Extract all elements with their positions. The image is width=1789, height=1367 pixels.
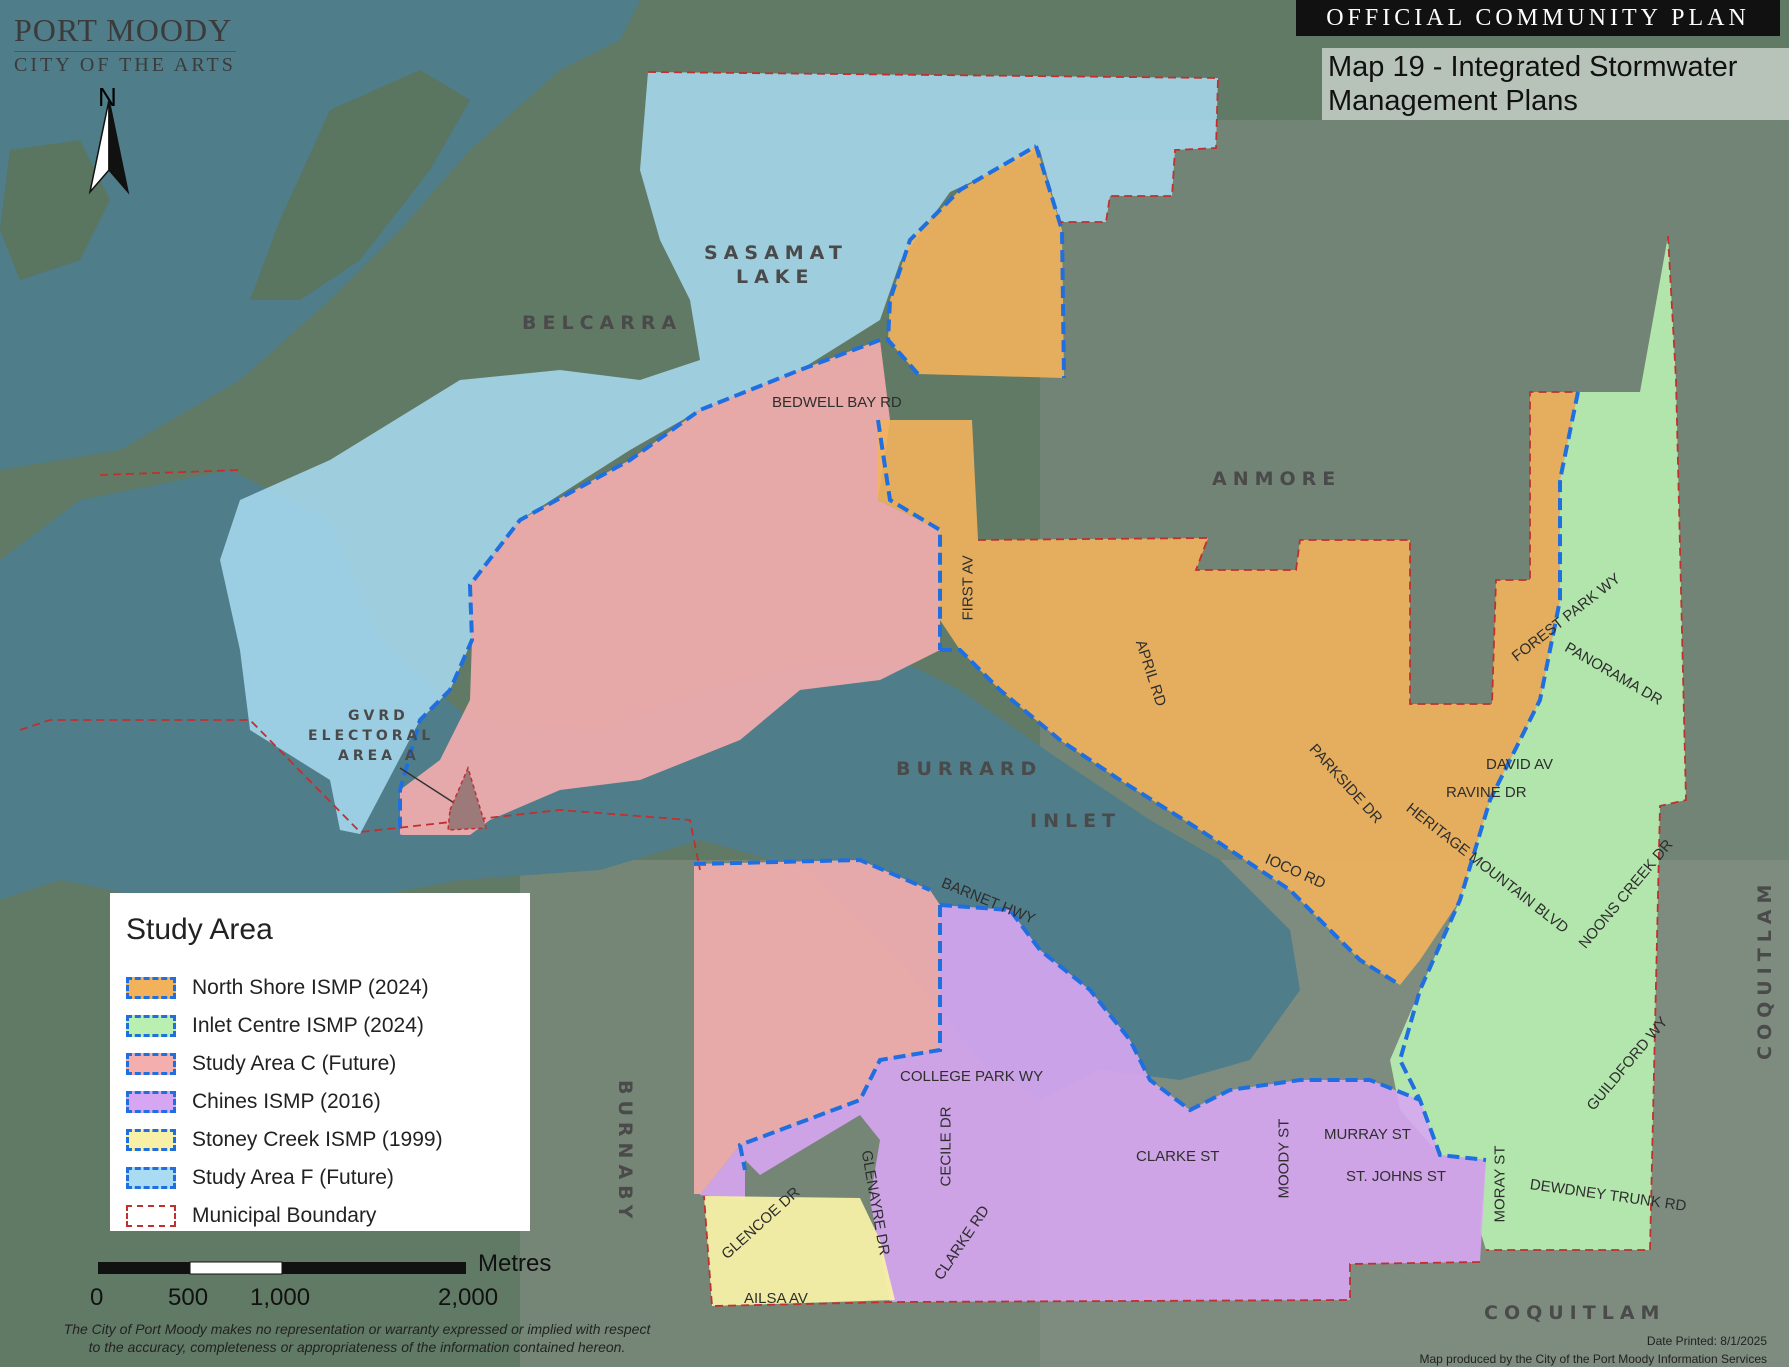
place-coquitlam-side: COQUITLAM [1754,878,1776,1060]
boundary-west [19,469,701,871]
map-title-line2: Management Plans [1328,85,1578,117]
legend-item-chines: Chines ISMP (2016) [126,1087,381,1117]
legend-swatch [126,1091,176,1113]
road-college-park: COLLEGE PARK WY [900,1068,1044,1085]
zone-chines-ismp[interactable] [700,905,1486,1302]
date-printed: Date Printed: 8/1/2025 [1646,1334,1767,1348]
road-moray-st: MORAY ST [1491,1145,1509,1223]
legend-swatch [126,1053,176,1075]
outline-north-shore [885,144,1066,379]
map-title: Map 19 - Integrated Stormwater Managemen… [1322,48,1789,120]
zone-stoney-creek-ismp[interactable] [704,1196,895,1306]
place-inlet: INLET [1030,810,1122,832]
scale-tick-2000: 2,000 [438,1284,499,1311]
place-sasamat-lake: LAKE [736,266,815,288]
road-moody-st: MOODY ST [1275,1118,1293,1199]
scale-unit: Metres [478,1250,552,1277]
legend-swatch [126,1205,176,1227]
legend-item-north-shore: North Shore ISMP (2024) [126,973,429,1003]
boundary-north [647,71,1219,223]
island [250,70,470,300]
map-title-line1: Map 19 - Integrated Stormwater [1328,51,1738,83]
legend-swatch [126,1167,176,1189]
boundary-inner [977,391,1578,705]
outline-chines [737,903,1421,1171]
scale-tick-1000: 1,000 [250,1284,311,1311]
road-first-av: FIRST AV [959,555,977,621]
road-clarke-st: CLARKE ST [1136,1148,1220,1165]
road-st-johns: ST. JOHNS ST [1346,1168,1447,1185]
road-ailsa: AILSA AV [744,1290,808,1307]
legend-item-municipal-boundary: Municipal Boundary [126,1201,376,1231]
place-gvrd-area: AREA A [338,748,420,764]
boundary-south [703,1195,1481,1307]
zone-north-shore-ismp[interactable] [878,146,1578,985]
scale-tick-500: 500 [168,1284,209,1311]
north-label: N [98,82,117,112]
zone-study-area-c[interactable] [400,340,940,835]
plan-banner: OFFICIAL COMMUNITY PLAN [1296,0,1780,36]
legend-item-study-area-f: Study Area F (Future) [126,1163,394,1193]
road-cecile: CECILE DR [937,1106,955,1187]
legend-label: Stoney Creek ISMP (1999) [192,1128,443,1151]
scale-seg-3 [282,1262,466,1274]
logo-line1: PORT MOODY [14,12,233,48]
road-david-av: DAVID AV [1486,756,1553,773]
place-gvrd-electoral: ELECTORAL [308,728,435,744]
place-gvrd: GVRD [348,708,409,724]
outline-study-c-south [693,857,931,892]
place-belcarra: BELCARRA [522,312,683,334]
boundary-east [1486,235,1687,1251]
legend-item-stoney-creek: Stoney Creek ISMP (1999) [126,1125,443,1155]
legend-label: Chines ISMP (2016) [192,1090,381,1113]
legend-swatch [126,1015,176,1037]
place-burnaby: BURNABY [614,1080,636,1225]
legend-swatch [126,1129,176,1151]
outline-north-shore-c [876,419,942,650]
road-ravine-dr: RAVINE DR [1446,784,1527,801]
gvrd-pointer [399,767,463,809]
legend-label: Study Area C (Future) [192,1052,397,1075]
outline-inlet-centre [1397,391,1580,1162]
legend-panel: Study Area North Shore ISMP (2024) Inlet… [110,893,530,1231]
legend-label: Municipal Boundary [192,1204,377,1227]
legend-item-inlet-centre: Inlet Centre ISMP (2024) [126,1011,424,1041]
legend-label: Inlet Centre ISMP (2024) [192,1014,424,1037]
place-coquitlam: COQUITLAM [1484,1302,1666,1324]
scale-bar [98,1261,466,1275]
road-murray-st: MURRAY ST [1324,1126,1411,1143]
gvrd-area [447,765,487,831]
scale-tick-0: 0 [90,1284,104,1311]
legend-label: North Shore ISMP (2024) [192,976,429,999]
logo-line2: CITY OF THE ARTS [14,51,236,77]
ismp-outlines [398,144,1580,1171]
legend-title: Study Area [126,913,273,946]
legend-swatch [126,977,176,999]
scale-seg-1 [98,1262,190,1274]
produced-by: Map produced by the City of the Port Moo… [1419,1352,1767,1366]
island-small [0,140,110,280]
scale-seg-2 [189,1261,283,1275]
port-moody-logo: PORT MOODY CITY OF THE ARTS [14,12,236,77]
road-bedwell-bay: BEDWELL BAY RD [772,394,902,411]
disclaimer-line1: The City of Port Moody makes no represen… [63,1321,651,1337]
outline-c-f-border [398,338,881,835]
outline-north-shore-shore [940,648,1402,987]
legend-item-study-area-c: Study Area C (Future) [126,1049,396,1079]
disclaimer-line2: to the accuracy, completeness or appropr… [88,1339,626,1355]
place-sasamat: SASAMAT [704,242,848,264]
place-anmore: ANMORE [1212,468,1342,490]
north-arrow-icon [88,99,130,195]
zone-study-area-c-south[interactable] [694,860,940,1195]
disclaimer: The City of Port Moody makes no represen… [12,1320,702,1356]
zone-inlet-centre-ismp[interactable] [1390,236,1686,1250]
place-burrard: BURRARD [896,758,1043,780]
municipal-boundary [19,71,1687,1307]
legend-label: Study Area F (Future) [192,1166,394,1189]
